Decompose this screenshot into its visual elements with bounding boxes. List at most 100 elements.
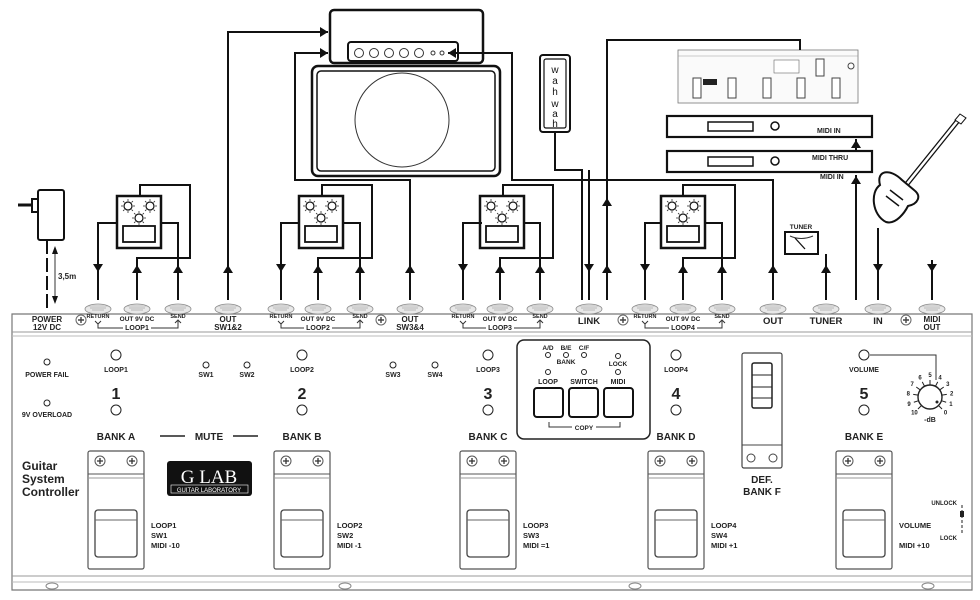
switch-info: SW4: [711, 531, 728, 540]
switch-mode-button[interactable]: [568, 387, 599, 418]
svg-text:SW2: SW2: [239, 372, 254, 379]
bank-led: [110, 404, 122, 416]
loop-label: LOOP2: [306, 325, 330, 332]
jack-19[interactable]: [918, 303, 946, 315]
loop-label: LOOP3: [488, 325, 512, 332]
arrow-icon: [535, 265, 545, 273]
jack-label: OUT 9V DC: [301, 316, 336, 323]
rack-unit-1: MIDI IN: [665, 114, 874, 139]
arrow-icon: [678, 265, 688, 273]
switch-info: SW1: [151, 531, 167, 540]
jack-5[interactable]: [267, 303, 295, 315]
controller-thumbnail: [677, 49, 859, 104]
jack-14[interactable]: [669, 303, 697, 315]
svg-text:LOOP3: LOOP3: [476, 367, 500, 374]
arrow-icon: [602, 198, 612, 206]
jack-17[interactable]: [812, 303, 840, 315]
svg-text:Guitar: Guitar: [22, 459, 58, 473]
knob-tick-label: 1: [949, 402, 953, 408]
knob-tick-label: 6: [918, 375, 922, 381]
jack-label: OUT 9V DC: [120, 316, 155, 323]
switch-number: 3: [484, 386, 493, 403]
jack-6[interactable]: [304, 303, 332, 315]
bank-label: BANK D: [657, 432, 696, 443]
svg-text:LOOP4: LOOP4: [664, 367, 688, 374]
svg-text:SWITCH: SWITCH: [570, 379, 598, 386]
switch-info: MIDI -1: [337, 541, 362, 550]
jack-18[interactable]: [864, 303, 892, 315]
svg-text:System: System: [22, 472, 65, 486]
svg-text:LOCK: LOCK: [940, 536, 958, 542]
jack-16[interactable]: [759, 303, 787, 315]
jack-label-2: SW1&2: [214, 323, 242, 332]
effect-pedal-4: [659, 194, 707, 250]
svg-text:G LAB: G LAB: [181, 467, 237, 488]
knob-tick-label: 8: [907, 392, 911, 398]
midi-mode-button[interactable]: [603, 387, 634, 418]
arrow-icon: [405, 265, 415, 273]
jack-label: OUT: [402, 315, 419, 324]
bank-led: [858, 404, 870, 416]
jack-4[interactable]: [214, 303, 242, 315]
volume-led: [858, 349, 870, 361]
bank-label: BANK C: [469, 432, 508, 443]
jack-label: RETURN: [452, 314, 475, 320]
footswitch-button[interactable]: [87, 450, 145, 570]
jack-label: OUT: [220, 315, 237, 324]
svg-text:3,5m: 3,5m: [58, 272, 76, 281]
footswitch-button[interactable]: [273, 450, 331, 570]
jack-1[interactable]: [84, 303, 112, 315]
jack-8[interactable]: [396, 303, 424, 315]
switch-info: VOLUME: [899, 521, 931, 530]
footswitch-button[interactable]: [835, 450, 893, 570]
svg-text:MIDI IN: MIDI IN: [817, 128, 841, 135]
arrow-icon: [851, 176, 861, 184]
svg-text:LOOP2: LOOP2: [290, 367, 314, 374]
footswitch-button[interactable]: [459, 450, 517, 570]
switch-info: LOOP2: [337, 521, 362, 530]
bank-label: BANK E: [845, 432, 884, 443]
jack-3[interactable]: [164, 303, 192, 315]
switch-info: SW2: [337, 531, 353, 540]
arrow-icon: [584, 264, 594, 272]
jack-label: TUNER: [810, 316, 843, 327]
jack-15[interactable]: [708, 303, 736, 315]
svg-text:POWER FAIL: POWER FAIL: [25, 372, 69, 379]
footswitch-button[interactable]: [647, 450, 705, 570]
arrow-icon: [448, 48, 456, 58]
lock-switch[interactable]: UNLOCK LOCK: [931, 501, 964, 542]
effect-pedal-1: [115, 194, 163, 250]
effect-pedal-2: [297, 194, 345, 250]
jack-13[interactable]: [631, 303, 659, 315]
jack-7[interactable]: [346, 303, 374, 315]
electric-guitar: [872, 113, 967, 224]
device-name: Guitar System Controller: [22, 459, 80, 499]
jack-label: POWER: [32, 315, 62, 324]
jack-label: OUT: [763, 316, 783, 327]
jack-label-2: OUT: [924, 323, 941, 332]
loop-mode-button[interactable]: [533, 387, 564, 418]
switch-number: 1: [112, 386, 121, 403]
knob-tick-label: 0: [944, 411, 948, 417]
jack-2[interactable]: [123, 303, 151, 315]
jack-11[interactable]: [526, 303, 554, 315]
knob-tick-label: 3: [946, 382, 950, 388]
switch-info: MIDI +10: [899, 541, 930, 550]
arrow-icon: [873, 264, 883, 272]
arrow-icon: [223, 265, 233, 273]
jack-9[interactable]: [449, 303, 477, 315]
jack-12[interactable]: [575, 303, 603, 315]
def-bank-switch[interactable]: DEF. BANK F: [741, 352, 783, 498]
jack-label: RETURN: [634, 314, 657, 320]
arrow-icon: [821, 265, 831, 273]
arrow-icon: [173, 265, 183, 273]
jack-label: SEND: [352, 314, 367, 320]
overload-led: 9V OVERLOAD: [22, 399, 72, 419]
jack-10[interactable]: [486, 303, 514, 315]
jack-label: LINK: [578, 316, 600, 327]
svg-text:LOOP1: LOOP1: [104, 367, 128, 374]
